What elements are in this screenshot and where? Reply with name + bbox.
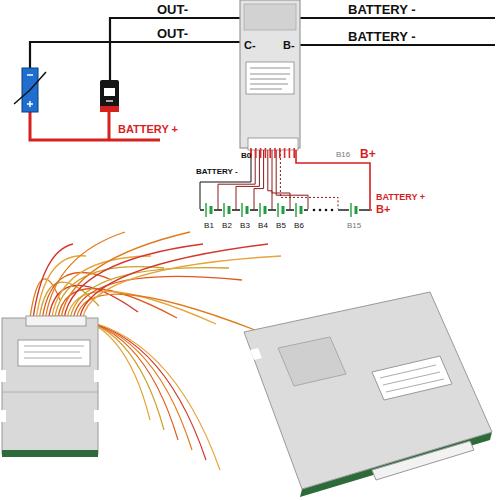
cell-plate (295, 203, 296, 217)
ribbon-wire (293, 148, 295, 158)
ribbon-wire (289, 148, 291, 158)
sense-wire (236, 150, 259, 209)
wire-label: B- (283, 40, 295, 51)
wire-label: C- (244, 40, 256, 51)
cell-plate (300, 206, 303, 214)
ribbon-wire (274, 148, 276, 158)
cell-bus (200, 209, 308, 210)
ellipsis-dot (313, 209, 316, 212)
wire (73, 276, 242, 318)
ellipsis-dot (319, 209, 322, 212)
wire-label: B+ (376, 204, 390, 215)
out-wire (30, 42, 240, 68)
ellipsis-dot (331, 209, 334, 212)
wire-label: B0 (241, 152, 251, 160)
cell-label: B4 (258, 222, 268, 230)
sense-wire (200, 150, 251, 209)
bms-photo-left (0, 316, 100, 457)
battery-minus-wire (300, 44, 495, 46)
sense-wire (280, 150, 338, 209)
ribbon-wire (269, 148, 271, 158)
wire-label: B+ (360, 148, 376, 160)
ribbon-wire (255, 148, 257, 158)
wire (83, 256, 281, 318)
cell-plate (246, 206, 249, 214)
cell-plate (228, 206, 231, 214)
cell-label: B3 (240, 222, 250, 230)
wire-label: BATTERY + (118, 124, 178, 135)
cell-label: B1 (204, 222, 214, 230)
cell-plate (241, 203, 242, 217)
wire (80, 244, 268, 318)
ribbon-wire (260, 148, 262, 158)
sense-wire (276, 150, 308, 209)
cell-plate (259, 203, 260, 217)
ribbon-wire (279, 148, 281, 158)
sense-wire (272, 150, 290, 209)
ribbon-wire (265, 148, 267, 158)
wire-label: OUT- (157, 27, 188, 40)
wire-label: BATTERY - (348, 3, 416, 16)
ribbon-wire (284, 148, 286, 158)
cell-plate (264, 206, 267, 214)
cell-plate (277, 203, 278, 217)
cell-label: B6 (294, 222, 304, 230)
battery-minus-wire (300, 17, 495, 19)
bms-photo-right (244, 292, 492, 497)
load-symbol (14, 68, 46, 112)
b16-wire (296, 150, 370, 209)
sense-wire (254, 150, 264, 209)
ellipsis-dot (325, 209, 328, 212)
wire (77, 294, 256, 330)
cell-plate (282, 206, 285, 214)
cell-plate (350, 203, 351, 217)
cell-label: B5 (276, 222, 286, 230)
battery-cells (200, 203, 372, 217)
sense-wire (268, 150, 272, 209)
cell-plate (223, 203, 224, 217)
cell-label: B2 (222, 222, 232, 230)
wire-label: B16 (336, 151, 350, 159)
cell-label: B15 (347, 222, 361, 230)
cell-plate (210, 206, 213, 214)
cell-plate (355, 206, 358, 214)
wire-label: OUT- (157, 3, 188, 16)
sense-wire (218, 150, 255, 209)
cell-plate (205, 203, 206, 217)
wire (64, 244, 203, 318)
bms-board (240, 0, 300, 150)
wire-label: BATTERY - (196, 168, 238, 176)
cell-harness (200, 148, 370, 209)
wire-label: BATTERY - (348, 30, 416, 43)
charger-symbol (100, 80, 119, 112)
wire (70, 268, 229, 318)
out-wire (110, 18, 240, 80)
wire-label: BATTERY + (376, 193, 425, 202)
